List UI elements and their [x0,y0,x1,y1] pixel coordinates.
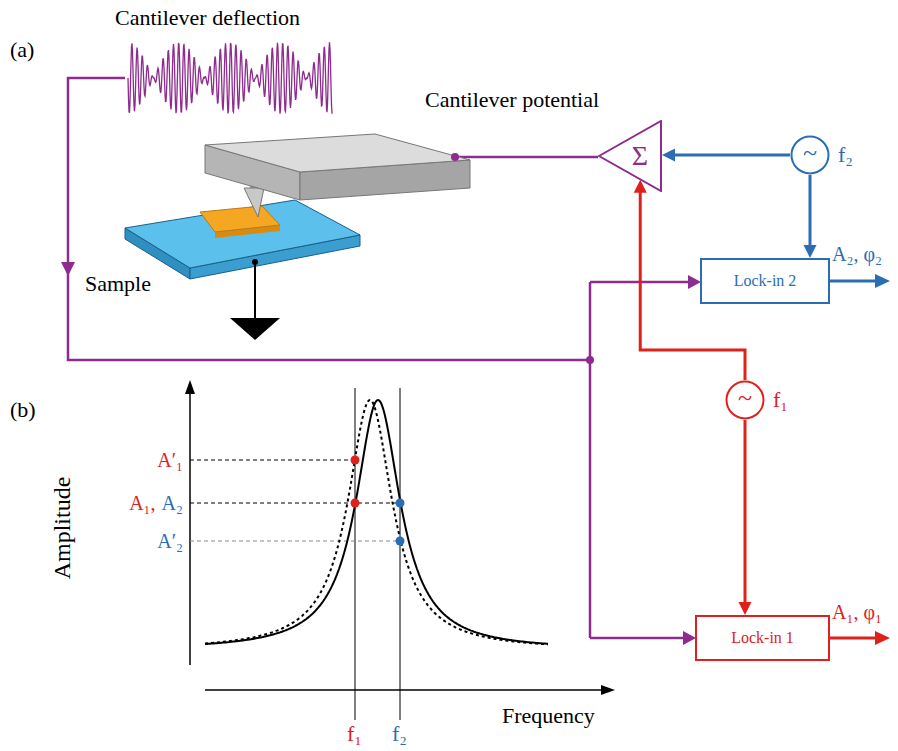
contact-dot [451,153,459,161]
axis-title: Frequency [502,704,595,728]
output-wire [830,280,878,283]
ground-symbol [230,318,280,340]
connector [804,175,817,258]
panel-label: (b) [10,398,36,422]
lock-in-amplifier: Lock-in 1 [695,615,830,661]
node-text: Lock-in 2 [734,273,797,289]
summing-amplifier: Σ [598,120,662,192]
caption-label: Cantilever deflection [115,6,300,30]
arrowhead [683,631,696,645]
sample-feature [200,206,280,232]
arrowhead [601,685,615,695]
node-label: f₁ [773,388,788,412]
frequency-label: f₁ [347,722,362,746]
amplitude-label: A′₂ [157,529,183,553]
arrowhead [662,149,675,162]
node-text: ~ [803,140,817,166]
node-label: f₂ [838,143,853,167]
junction-dot [586,356,594,364]
connector-line [744,420,747,605]
x-axis [205,689,603,691]
resonance-curve [205,400,548,644]
arrowhead [875,631,890,645]
node-text: Lock-in 1 [731,630,794,646]
y-axis [189,392,191,665]
amplitude-label: A₁, [129,492,155,514]
amplitude-label: A′₁ [157,448,183,472]
deflection-waveform [128,42,332,113]
sample-top [125,200,360,268]
cantilever-tip [244,188,264,217]
connector-line [672,154,790,157]
oscillator: ~f₁ [725,380,765,420]
ground-dot [252,259,258,265]
ground-wire [254,262,256,318]
circle-outline [727,382,764,419]
triangle-outline [599,121,661,191]
node-text: Σ [632,142,648,170]
label-group: A₁, A₂ [129,491,183,517]
connector-line [809,175,812,248]
chip-top [205,134,470,172]
data-dot [396,537,405,546]
output-label: A₂, φ₂ [832,242,882,266]
arrowhead [875,274,890,288]
dashed-guide [190,541,400,542]
arrowhead [185,380,195,394]
summing-amplifier-outline [598,120,662,192]
amplitude-label: A₂ [162,492,183,514]
connector [662,149,790,162]
box-outline [696,616,829,660]
part-label: Cantilever potential [425,88,599,112]
dashed-guide [190,460,400,503]
oscillator: ~f₂ [790,135,830,175]
connector [739,420,752,615]
lock-in-amplifier: Lock-in 2 [700,258,830,304]
shifted-resonance-curve [205,400,548,644]
data-dot [351,456,360,465]
output-label: A₁, φ₁ [832,600,882,624]
part-label: Sample [85,272,151,296]
arrowhead [804,245,817,258]
signal-wire [68,78,590,360]
data-dot [396,499,405,508]
frequency-line [355,388,400,720]
axis-title: Amplitude [50,477,74,580]
arrowhead [739,602,752,615]
arrowhead [688,275,701,289]
box-outline [701,259,829,303]
panel-label: (a) [10,38,34,62]
data-dot [351,499,360,508]
potential-wire [455,156,598,159]
node-text: ~ [738,385,752,411]
output-wire [830,637,878,640]
arrowhead [61,262,75,276]
frequency-label: f₂ [392,722,407,746]
circle-outline [792,137,829,174]
